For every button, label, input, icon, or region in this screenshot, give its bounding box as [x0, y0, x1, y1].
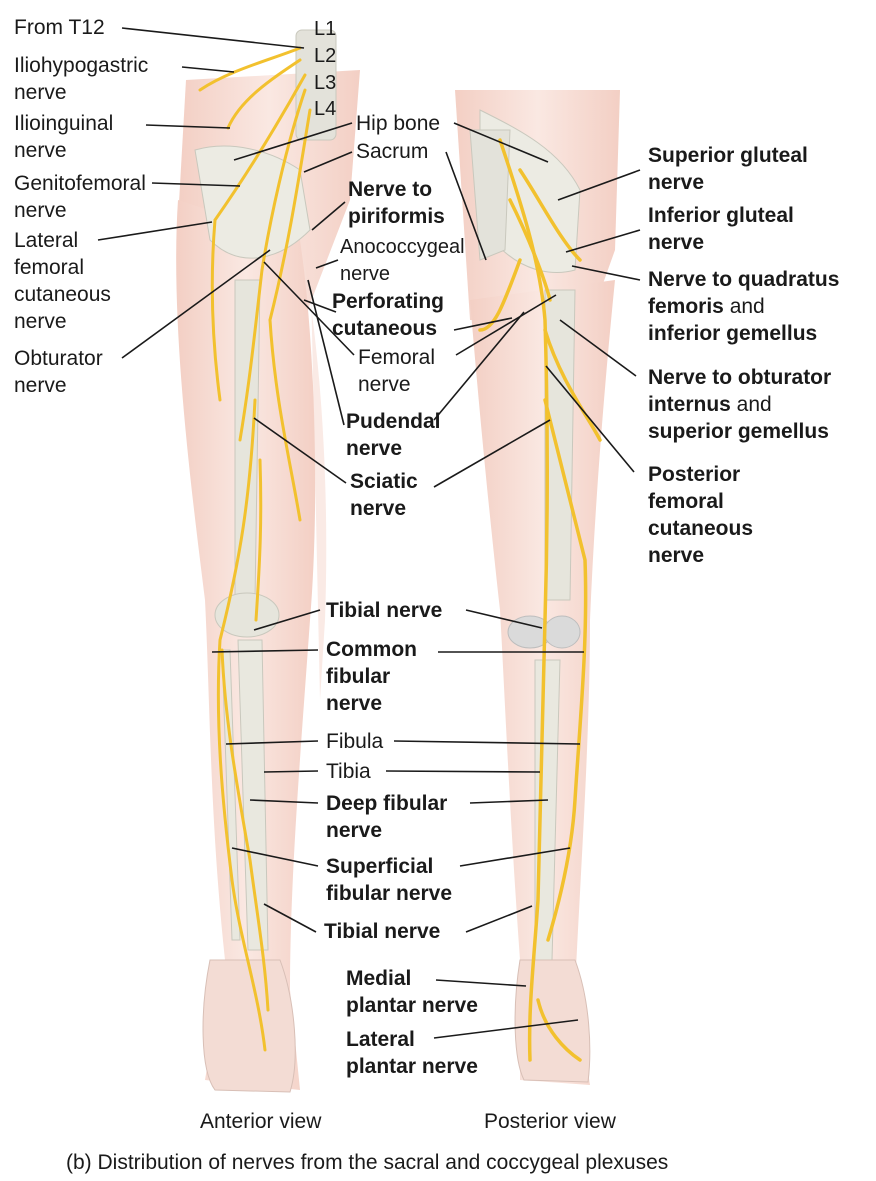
figure-caption: (b) Distribution of nerves from the sacr… — [66, 1151, 669, 1174]
posterior-view-label: Posterior view — [484, 1110, 616, 1133]
posterior-view-figure — [455, 90, 620, 1085]
posterior-foot — [514, 959, 591, 1083]
label-l2: L2 — [314, 45, 337, 67]
lumbar-column — [295, 29, 337, 141]
label-tibial-nerve-upper: Tibial nerve — [326, 599, 443, 622]
label-l3: L3 — [314, 72, 337, 94]
label-hip-bone: Hip bone — [356, 112, 441, 135]
label-tibia: Tibia — [326, 760, 371, 783]
posterior-femur — [544, 289, 576, 601]
label-fibula: Fibula — [326, 730, 384, 753]
label-from-t12: From T12 — [14, 16, 105, 39]
posterior-knee-right — [543, 615, 581, 649]
anterior-tibia — [237, 639, 269, 951]
anterior-nerves — [198, 46, 312, 1052]
anterior-view-label: Anterior view — [200, 1110, 322, 1133]
anterior-knee — [214, 592, 280, 638]
label-nerve-to-quadratus-femoris: Nerve to quadratus femoris and inferior … — [648, 268, 840, 345]
posterior-sacrum — [469, 129, 511, 261]
leader-lines — [97, 27, 641, 1039]
label-sacrum: Sacrum — [356, 140, 429, 163]
posterior-nerves — [478, 138, 602, 1062]
label-l4: L4 — [314, 98, 337, 120]
anterior-foot — [202, 959, 296, 1093]
label-nerve-to-obturator-internus: Nerve to obturator internus and superior… — [648, 366, 832, 443]
label-tibial-nerve-lower: Tibial nerve — [324, 920, 441, 943]
label-l1: L1 — [314, 18, 337, 40]
anterior-right-leg-skin — [300, 240, 327, 700]
anterior-view-figure — [176, 29, 360, 1093]
